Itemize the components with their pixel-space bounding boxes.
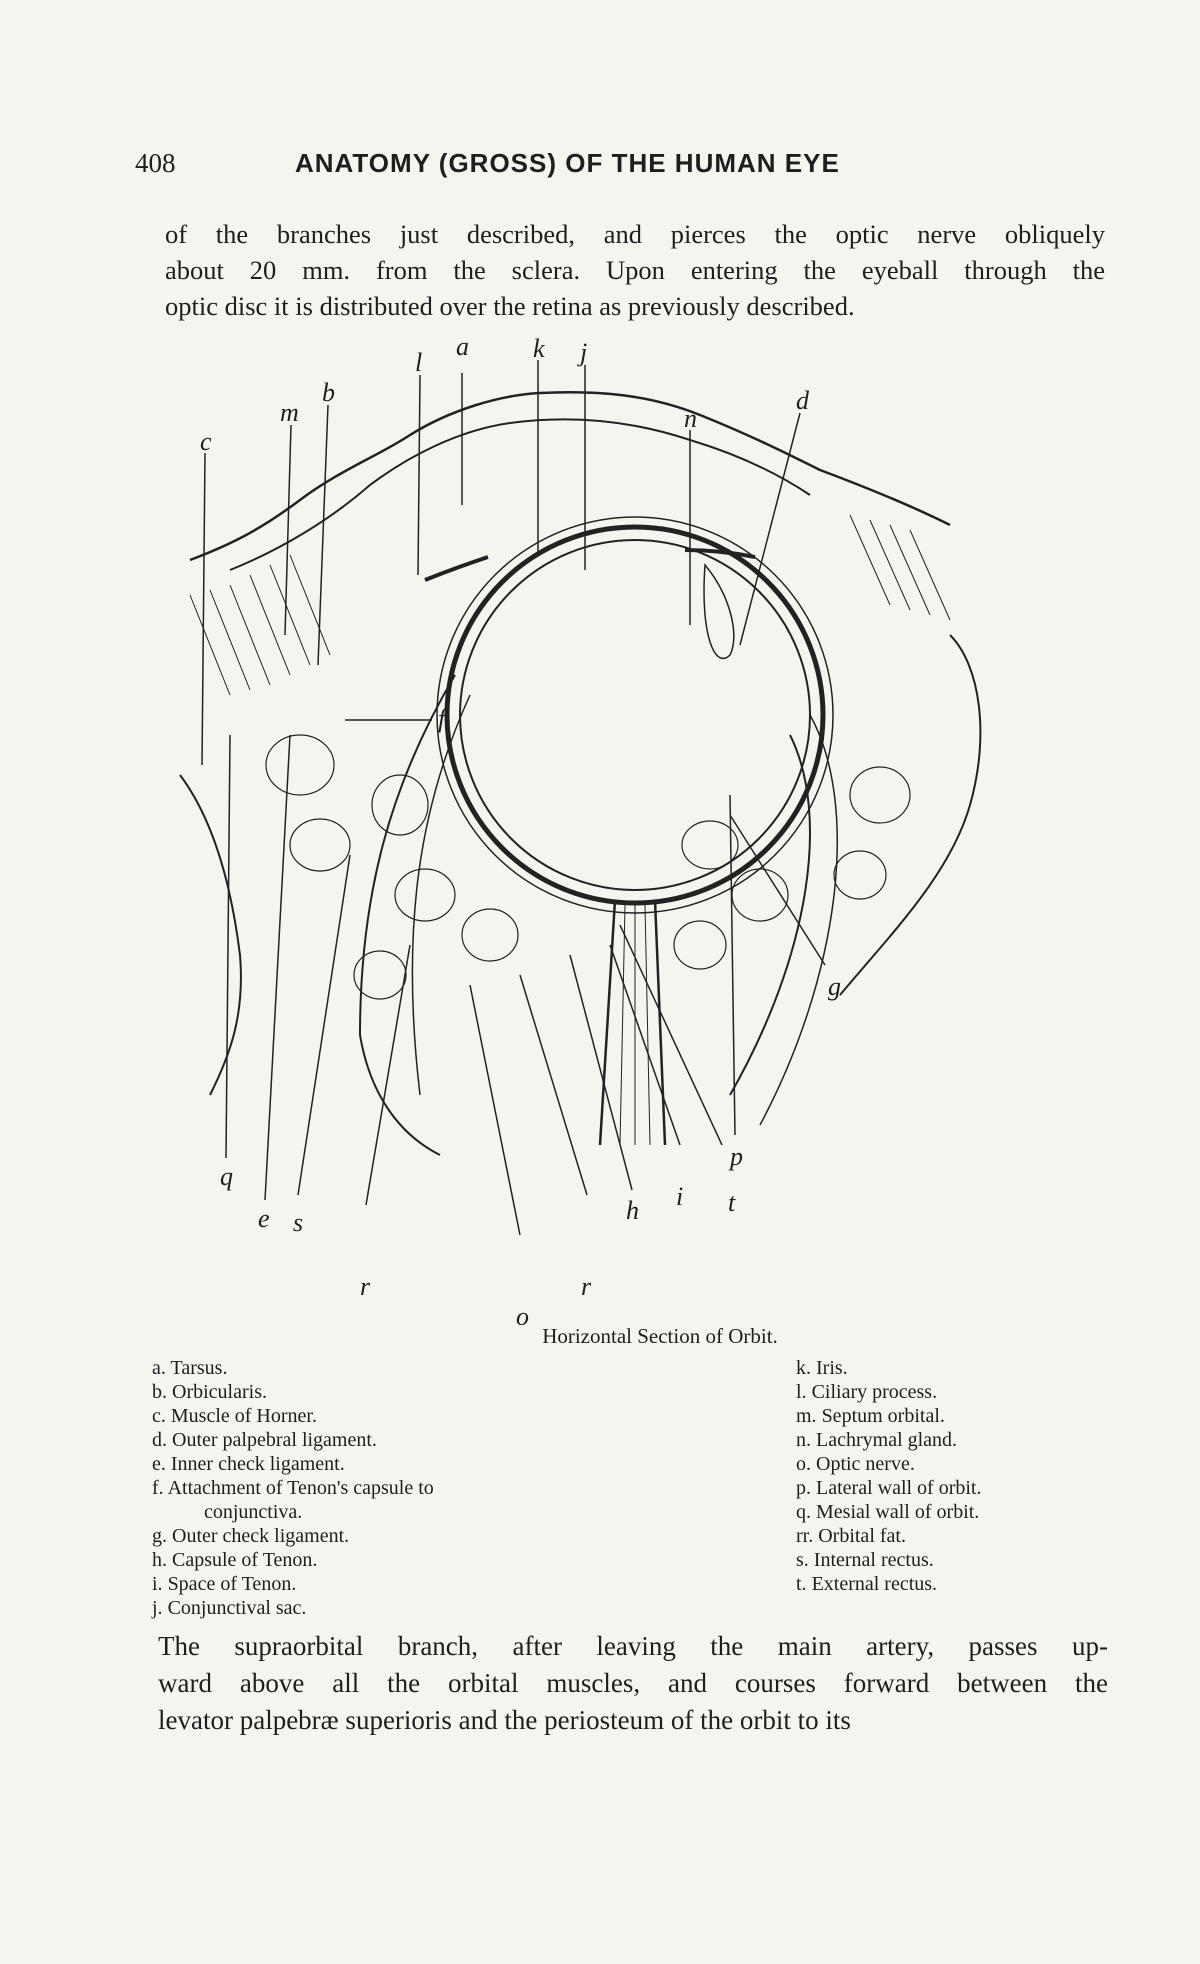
top-paragraph: of the branches just described, and pier… (165, 216, 1105, 324)
figure-label-t: t (728, 1188, 736, 1217)
figure-label-c: c (200, 427, 212, 456)
legend-item-m: m. Septum orbital. (796, 1405, 945, 1427)
figure-label-q: q (220, 1162, 233, 1191)
figure-label-l: l (415, 348, 422, 377)
leader-h (569, 954, 633, 1191)
legend-item-q: q. Mesial wall of orbit. (796, 1501, 980, 1523)
leader-o (469, 984, 521, 1236)
legend-item-b: b. Orbicularis. (152, 1381, 267, 1403)
legend-left-column: a. Tarsus. b. Orbicularis. c. Muscle of … (152, 1356, 632, 1620)
running-head: 408 ANATOMY (GROSS) OF THE HUMAN EYE (135, 148, 945, 188)
paragraph-line: levator palpebræ superioris and the peri… (158, 1705, 851, 1735)
legend-item-l: l. Ciliary process. (796, 1381, 938, 1403)
legend-item-o: o. Optic nerve. (796, 1453, 915, 1475)
figure-caption: Horizontal Section of Orbit. (542, 1324, 778, 1348)
leader-p (729, 794, 736, 1136)
paragraph-line: optic disc it is distributed over the re… (165, 291, 855, 321)
figure-label-r2: r (581, 1272, 592, 1301)
legend-item-p: p. Lateral wall of orbit. (796, 1477, 982, 1499)
orbit-section-figure: a b c d e f g h i j k l m n o p q r r s … (170, 335, 1030, 1325)
figure-label-k: k (533, 335, 545, 363)
figure-label-r1: r (360, 1272, 371, 1301)
leader-g (729, 814, 826, 966)
paragraph-line: The supraorbital branch, after leaving t… (158, 1631, 1108, 1661)
leader-d (739, 412, 801, 646)
page-number: 408 (135, 148, 176, 178)
leader-b (317, 404, 329, 666)
legend-item-s: s. Internal rectus. (796, 1549, 934, 1571)
figure-label-b: b (322, 378, 335, 407)
paragraph-line: of the branches just described, and pier… (165, 219, 1105, 249)
legend-item-a: a. Tarsus. (152, 1357, 228, 1379)
figure-label-o: o (516, 1302, 529, 1325)
legend-item-n: n. Lachrymal gland. (796, 1429, 958, 1451)
figure-label-n: n (684, 404, 697, 433)
figure-label-j: j (577, 338, 587, 367)
leader-s (297, 854, 351, 1196)
figure-label-e: e (258, 1204, 270, 1233)
paragraph-line: about 20 mm. from the sclera. Upon enter… (165, 255, 1105, 285)
figure-label-g: g (828, 972, 841, 1001)
figure-label-f: f (438, 704, 449, 733)
running-title: ANATOMY (GROSS) OF THE HUMAN EYE (295, 148, 840, 178)
leader-i (609, 944, 681, 1146)
leader-r1 (365, 944, 411, 1206)
figure-label-a: a (456, 335, 469, 361)
legend-item-t: t. External rectus. (796, 1573, 938, 1595)
figure-label-h: h (626, 1196, 639, 1225)
figure-label-m: m (280, 398, 299, 427)
legend-item-e: e. Inner check ligament. (152, 1453, 345, 1475)
legend-item-d: d. Outer palpebral ligament. (152, 1429, 377, 1451)
leader-c (201, 452, 206, 766)
leader-q (225, 734, 231, 1159)
legend-right-column: k. Iris. l. Ciliary process. m. Septum o… (796, 1356, 1116, 1596)
bottom-paragraph: The supraorbital branch, after leaving t… (158, 1628, 1108, 1739)
legend-item-c: c. Muscle of Horner. (152, 1405, 317, 1427)
legend-item-k: k. Iris. (796, 1357, 848, 1379)
paragraph-line: ward above all the orbital muscles, and … (158, 1668, 1108, 1698)
legend-item-rr: rr. Orbital fat. (796, 1525, 906, 1547)
figure-label-i: i (676, 1182, 683, 1211)
leader-m (284, 424, 292, 636)
orbit-section-illustration: a b c d e f g h i j k l m n o p q r r s … (179, 335, 982, 1325)
figure-label-d: d (796, 386, 810, 415)
figure-label-s: s (293, 1208, 303, 1237)
legend-item-g: g. Outer check ligament. (152, 1525, 350, 1547)
leader-e (264, 734, 291, 1201)
leader-t (619, 924, 723, 1146)
figure-label-p: p (728, 1142, 743, 1171)
leader-l (417, 374, 421, 576)
legend-item-j: j. Conjunctival sac. (152, 1597, 307, 1619)
leader-r2 (519, 974, 588, 1196)
legend-item-i: i. Space of Tenon. (152, 1573, 297, 1595)
legend-item-h: h. Capsule of Tenon. (152, 1549, 318, 1571)
